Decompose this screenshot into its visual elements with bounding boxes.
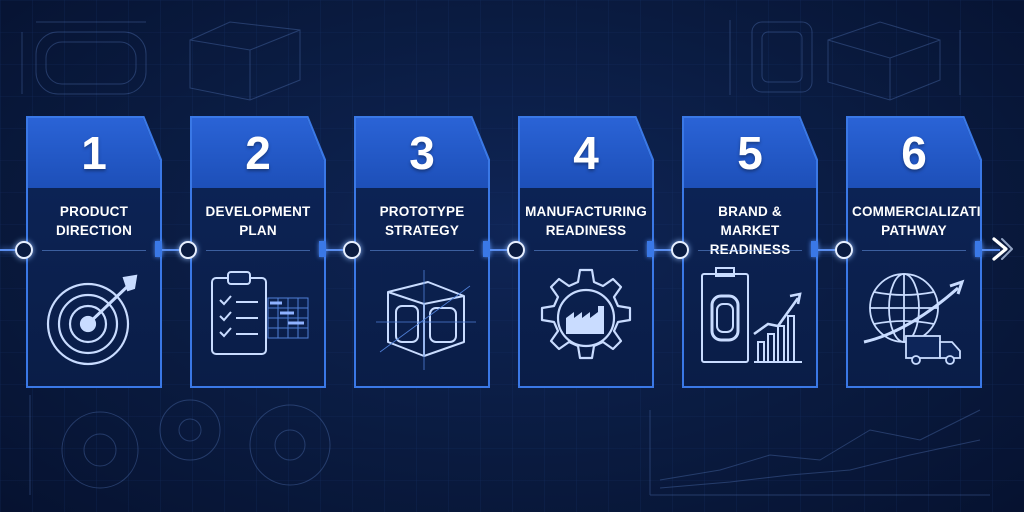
step-card-1: 1 PRODUCT DIRECTION xyxy=(26,116,162,388)
timeline-node xyxy=(671,241,689,259)
divider xyxy=(698,250,802,251)
step-card-3: 3 PROTOTYPE STRATEGY xyxy=(354,116,490,388)
step-number: 1 xyxy=(81,127,107,179)
timeline-node xyxy=(343,241,361,259)
package-growth-icon xyxy=(692,258,808,378)
arrow-right-icon xyxy=(992,237,1013,261)
divider xyxy=(370,250,474,251)
divider xyxy=(534,250,638,251)
step-title: BRAND & MARKET READINESS xyxy=(709,204,791,257)
divider xyxy=(206,250,310,251)
timeline-node xyxy=(179,241,197,259)
step-title: DEVELOPMENT PLAN xyxy=(205,204,311,238)
timeline-node xyxy=(835,241,853,259)
connector-tab xyxy=(319,241,326,257)
step-number: 3 xyxy=(409,127,435,179)
step-number: 5 xyxy=(737,127,763,179)
globe-truck-icon xyxy=(856,258,972,378)
step-card-6: 6 COMMERCIALIZATION PATHWAY xyxy=(846,116,982,388)
divider xyxy=(42,250,146,251)
connector-tab xyxy=(483,241,490,257)
step-card-5: 5 BRAND & MARKET READINESS xyxy=(682,116,818,388)
timeline-line xyxy=(0,249,1000,251)
step-number: 6 xyxy=(901,127,927,179)
connector-tab xyxy=(647,241,654,257)
wireframe-case-icon xyxy=(364,258,480,378)
step-card-4: 4 MANUFACTURING READINESS xyxy=(518,116,654,388)
target-icon xyxy=(36,258,152,378)
timeline-node xyxy=(507,241,525,259)
clipboard-checklist-icon xyxy=(200,258,316,378)
connector-tab xyxy=(811,241,818,257)
step-number: 4 xyxy=(573,127,599,179)
step-card-2: 2 DEVELOPMENT PLAN xyxy=(190,116,326,388)
step-title: PRODUCT DIRECTION xyxy=(55,204,133,238)
connector-tab xyxy=(975,241,982,257)
gear-factory-icon xyxy=(528,258,644,378)
step-number: 2 xyxy=(245,127,271,179)
timeline-node xyxy=(15,241,33,259)
step-title: COMMERCIALIZATION PATHWAY xyxy=(852,204,980,238)
step-title: MANUFACTURING READINESS xyxy=(525,204,647,238)
step-title: PROTOTYPE STRATEGY xyxy=(379,204,465,238)
connector-tab xyxy=(155,241,162,257)
divider xyxy=(862,250,966,251)
